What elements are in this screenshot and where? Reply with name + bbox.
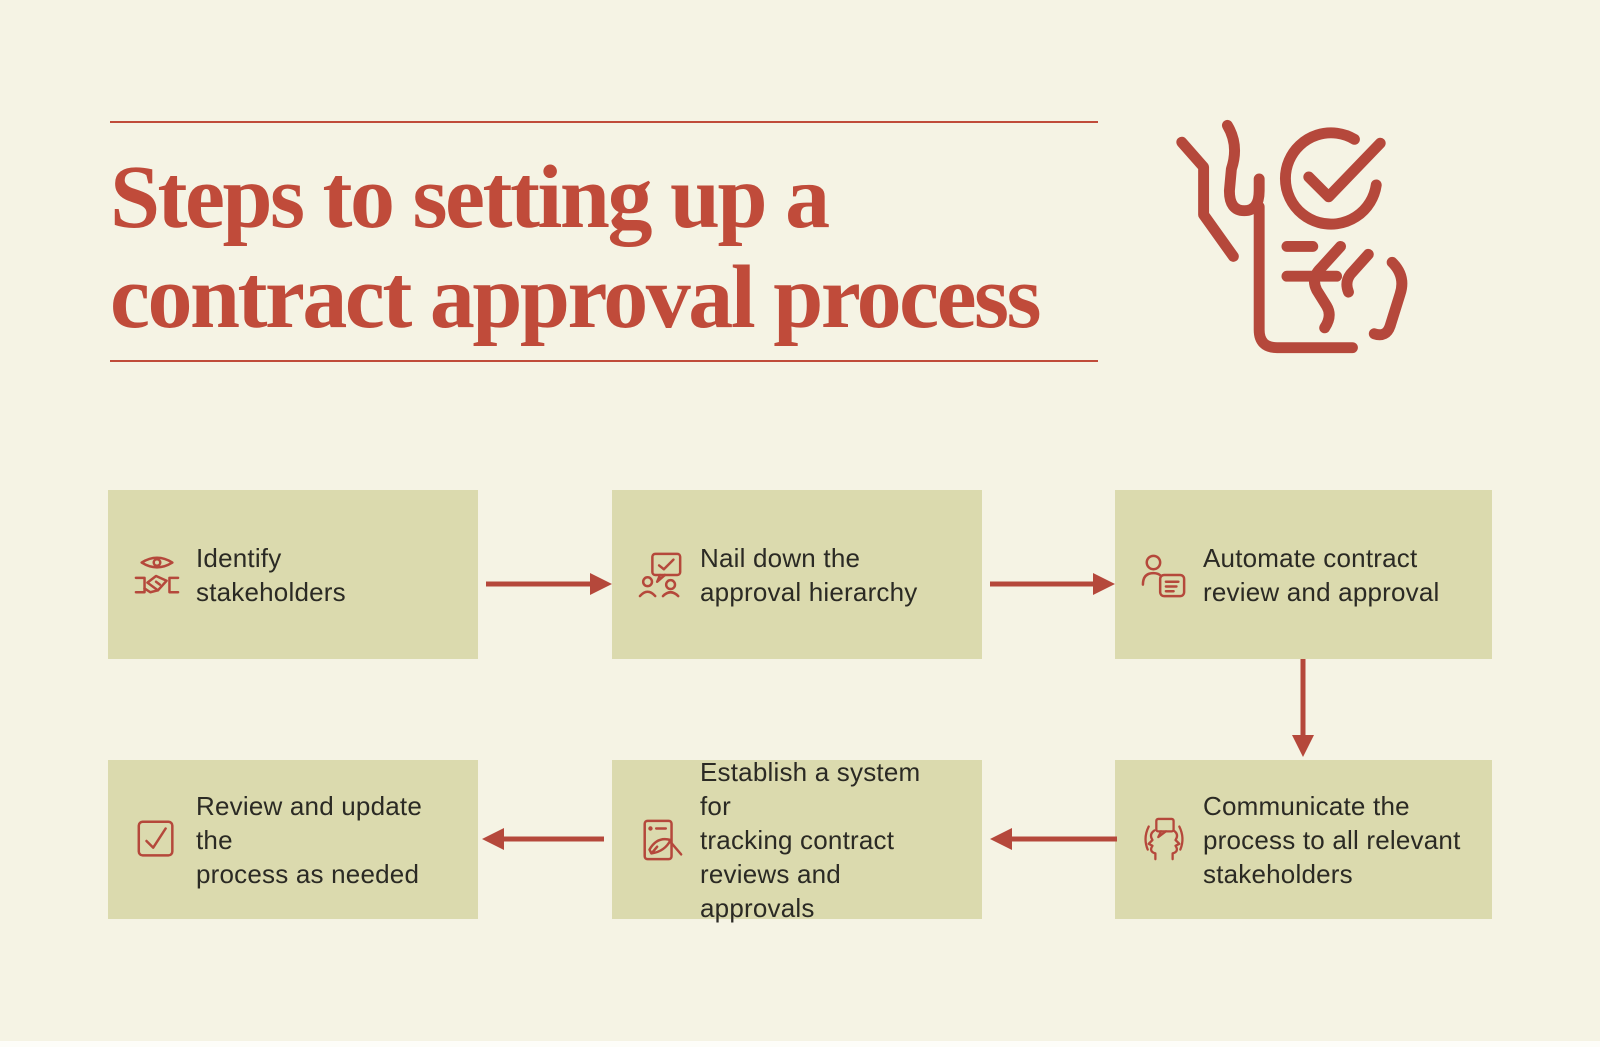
two-profiles-talking-icon [1144,817,1184,860]
checkbox-checked-icon [137,820,174,857]
step-box-automate-review: Automate contract review and approval [1115,490,1492,659]
arrow-step4-to-step5 [990,828,1117,850]
arrow-step2-to-step3 [990,573,1115,595]
bottom-margin-strip [0,1041,1600,1047]
step-box-communicate-process: Communicate the process to all relevant … [1115,760,1492,919]
title-top-divider [110,121,1098,123]
document-with-quill-pen-icon [643,819,683,860]
arrow-step1-to-step2 [486,573,612,595]
people-with-approved-speech-bubble-icon [638,552,682,597]
step-box-approval-hierarchy: Nail down the approval hierarchy [612,490,982,659]
step-box-identify-stakeholders: Identify stakeholders [108,490,478,659]
step-label: Communicate the process to all relevant … [1203,790,1461,889]
step-label: Identify stakeholders [196,542,346,607]
step-label: Review and update the process as needed [196,790,422,889]
step-box-review-update: Review and update the process as needed [108,760,478,919]
step-label: Nail down the approval hierarchy [700,542,918,607]
hands-holding-document-with-check-icon [1176,119,1408,354]
arrow-step3-to-step4 [1292,659,1314,757]
page-title: Steps to setting up a contract approval … [110,148,1042,347]
eye-over-handshake-icon [134,556,180,593]
step-box-tracking-system: Establish a system for tracking contract… [612,757,982,923]
person-with-document-icon [1141,554,1186,597]
step-label: Establish a system for tracking contract… [700,756,921,923]
step-label: Automate contract review and approval [1203,542,1440,607]
title-bottom-divider [110,360,1098,362]
arrow-step5-to-step6 [482,828,604,850]
